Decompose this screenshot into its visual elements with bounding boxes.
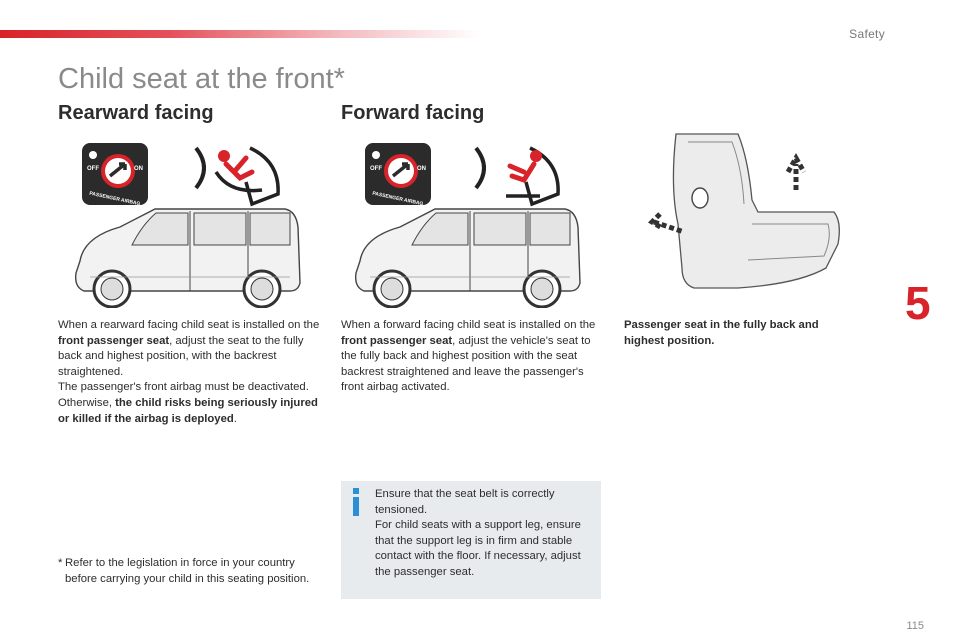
badge-off-text: OFF — [370, 166, 382, 172]
chapter-tab: 5 — [905, 278, 960, 328]
seat-caption: Passenger seat in the fully back and hig… — [624, 319, 819, 347]
rearward-paragraph: When a rearward facing child seat is ins… — [58, 319, 320, 425]
note-box — [341, 481, 601, 599]
rearward-heading: Rearward facing — [58, 102, 214, 124]
rearward-child-seat-icon — [190, 142, 285, 212]
footnote-marker: * — [58, 557, 63, 569]
forward-child-seat-icon — [470, 142, 565, 212]
van-illustration-left — [70, 203, 305, 308]
info-icon — [348, 488, 364, 516]
seat-adjustment-illustration — [648, 128, 843, 308]
header-accent-bar — [0, 30, 480, 38]
airbag-off-badge: OFF ON PASSENGER AIRBAG — [82, 143, 148, 205]
forward-paragraph: When a forward facing child seat is inst… — [341, 319, 596, 394]
airbag-on-badge: OFF ON PASSENGER AIRBAG — [365, 143, 431, 205]
page-title: Child seat at the front* — [58, 63, 345, 95]
footnote-text: Refer to the legislation in force in you… — [65, 557, 310, 585]
note-text: Ensure that the seat belt is correctly t… — [375, 488, 581, 578]
badge-off-text: OFF — [87, 166, 99, 172]
badge-on-text: ON — [134, 166, 143, 172]
forward-heading: Forward facing — [341, 102, 485, 124]
page-number: 115 — [906, 620, 924, 632]
section-title: Safety — [849, 27, 885, 41]
van-illustration-right — [350, 203, 585, 308]
chapter-number: 5 — [905, 277, 931, 329]
footnote: * Refer to the legislation in force in y… — [58, 556, 323, 587]
badge-on-text: ON — [417, 166, 426, 172]
